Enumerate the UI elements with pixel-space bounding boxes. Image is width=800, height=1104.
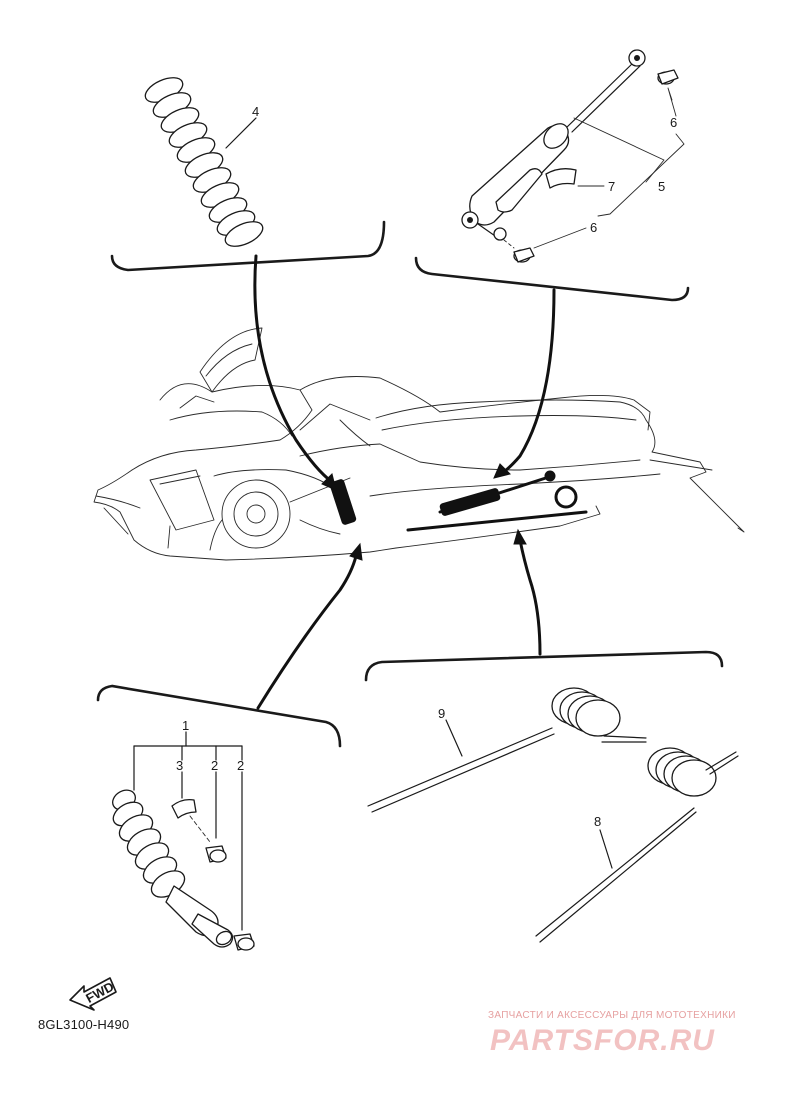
label-part-3 [171,798,197,819]
callout-6-lower: 6 [590,220,597,235]
callout-6-upper: 6 [670,115,677,130]
shock-absorber-part-1 [112,789,234,948]
callout-5: 5 [658,179,665,194]
watermark-caption: ЗАПЧАСТИ И АКСЕССУАРЫ ДЛЯ МОТОТЕХНИКИ [488,1010,736,1021]
callout-9: 9 [438,706,445,721]
callout-8: 8 [594,814,601,829]
torsion-spring-part-9 [367,687,647,813]
callout-2-left: 2 [211,758,218,773]
collar-part-2-middle [205,845,227,863]
group-rear-shock: 6 5 7 6 [414,49,690,479]
callout-1: 1 [182,718,189,733]
callout-3: 3 [176,758,183,773]
torsion-spring-part-8 [535,747,739,943]
collar-part-6-upper [657,69,679,85]
diagram-code: 8GL3100-H490 [38,1017,130,1032]
label-part-7 [545,168,577,189]
watermark-logo: PARTSFOR.RU [490,1024,715,1057]
snowmobile-outline [93,327,745,561]
fwd-arrow-icon: FWD [69,977,117,1011]
group-front-shock: 1 3 2 2 [96,542,363,951]
callout-2-right: 2 [237,758,244,773]
callout-7: 7 [608,179,615,194]
group-front-spring: 4 [110,77,386,491]
callout-4: 4 [252,104,259,119]
group-torsion-springs: 9 8 [364,528,739,943]
collar-part-2-bottom [233,933,255,951]
shock-absorber-part-5 [461,49,646,241]
collar-part-6-lower [513,247,535,263]
fwd-label: FWD [83,979,116,1006]
coil-spring-part-4 [144,77,264,247]
